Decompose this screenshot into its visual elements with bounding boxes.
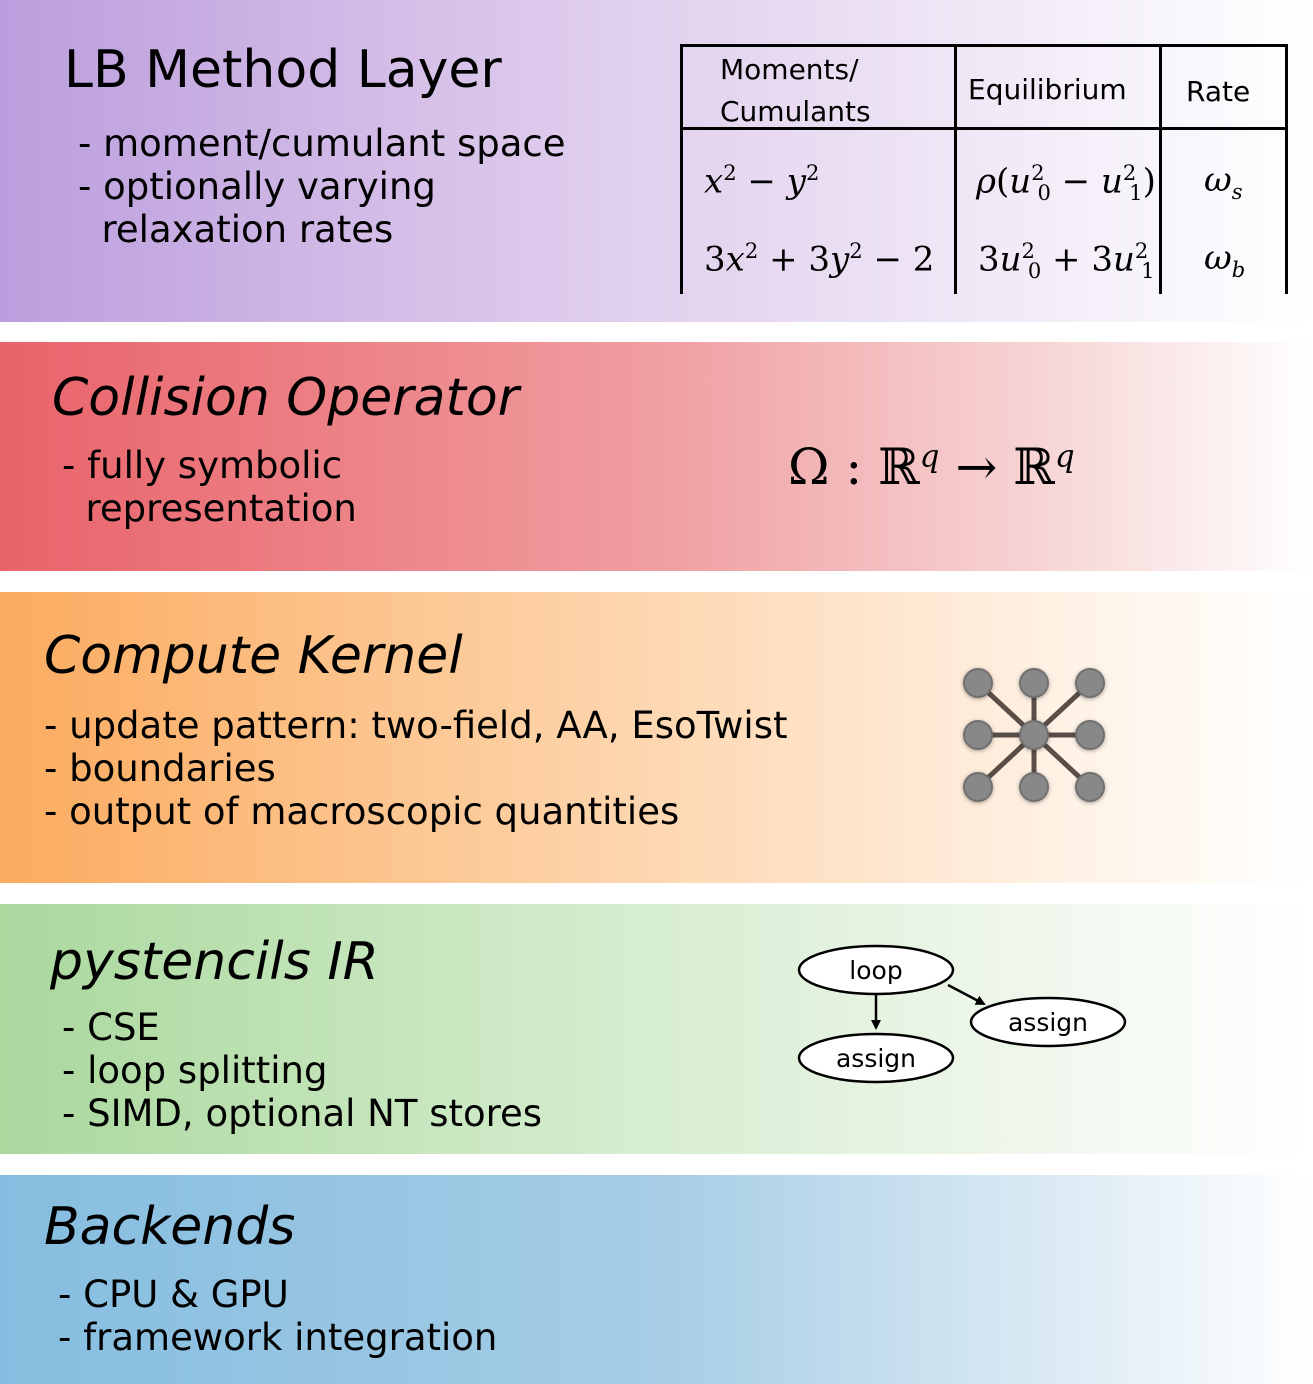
stencil-node bbox=[1019, 668, 1049, 698]
stencil-node bbox=[963, 720, 993, 750]
pystencils-ir-band: pystencils IR - CSE - loop splitting - S… bbox=[0, 904, 1313, 1154]
graph-node-assign-right bbox=[969, 996, 1127, 1048]
table-left-border bbox=[680, 44, 683, 294]
compute-kernel-title: Compute Kernel bbox=[44, 626, 463, 686]
pystencils-ir-title: pystencils IR bbox=[50, 932, 379, 992]
lb-method-layer-title: LB Method Layer bbox=[64, 40, 502, 100]
bullet-item: - boundaries bbox=[44, 747, 276, 790]
bullet-item: - fully symbolic bbox=[62, 444, 343, 487]
cell-equilibrium-2: 3u20 + 3u21 bbox=[978, 238, 1155, 284]
stencil-node bbox=[963, 772, 993, 802]
stencil-node bbox=[1019, 720, 1049, 750]
header-equilibrium: Equilibrium bbox=[968, 73, 1127, 106]
table-top-border bbox=[680, 44, 1288, 47]
backends-title: Backends bbox=[44, 1197, 296, 1257]
cell-moment-1: x2 − y2 bbox=[704, 160, 820, 202]
stencil-node bbox=[1075, 668, 1105, 698]
cell-rate-2: ωb bbox=[1204, 238, 1246, 282]
header-cumulants: Cumulants bbox=[720, 95, 871, 128]
bullet-item: relaxation rates bbox=[78, 208, 394, 251]
stencil-node bbox=[1075, 720, 1105, 750]
table-column-separator bbox=[1159, 44, 1162, 294]
collision-operator-formula: Ω : ℝq → ℝq bbox=[788, 438, 1075, 496]
graph-label-assign: assign bbox=[1008, 1008, 1088, 1037]
header-moments: Moments/ bbox=[720, 53, 859, 86]
collision-bullets: - fully symbolic representation bbox=[62, 444, 357, 530]
header-rate: Rate bbox=[1186, 75, 1251, 108]
lb-method-bullets: - moment/cumulant space - optionally var… bbox=[78, 122, 566, 251]
bullet-item: - loop splitting bbox=[62, 1049, 328, 1092]
ast-graph: loop assign assign bbox=[797, 944, 1127, 1084]
graph-node-assign-left bbox=[797, 1032, 955, 1084]
moment-equilibrium-table: Moments/ Cumulants Equilibrium Rate x2 −… bbox=[680, 44, 1288, 294]
graph-edge bbox=[947, 983, 986, 1006]
cell-rate-1: ωs bbox=[1204, 160, 1243, 204]
table-header-separator bbox=[680, 127, 1288, 130]
compute-kernel-band: Compute Kernel - update pattern: two-fie… bbox=[0, 592, 1313, 883]
bullet-item: - update pattern: two-field, AA, EsoTwis… bbox=[44, 704, 788, 747]
bullet-item: representation bbox=[62, 487, 357, 530]
stencil-node bbox=[1019, 772, 1049, 802]
graph-label-loop: loop bbox=[849, 956, 902, 985]
bullet-item: - optionally varying bbox=[78, 165, 436, 208]
graph-label-assign: assign bbox=[836, 1044, 916, 1073]
stencil-node bbox=[1075, 772, 1105, 802]
d2q9-stencil-icon bbox=[963, 668, 1105, 802]
table-column-separator bbox=[954, 44, 957, 294]
cell-moment-2: 3x2 + 3y2 − 2 bbox=[704, 238, 935, 280]
backends-band: Backends - CPU & GPU - framework integra… bbox=[0, 1175, 1313, 1384]
ir-bullets: - CSE - loop splitting - SIMD, optional … bbox=[62, 1006, 542, 1135]
bullet-item: - SIMD, optional NT stores bbox=[62, 1092, 543, 1135]
cell-equilibrium-1: ρ(u20 − u21) bbox=[976, 160, 1156, 206]
graph-node-loop bbox=[797, 944, 955, 996]
kernel-bullets: - update pattern: two-field, AA, EsoTwis… bbox=[44, 704, 788, 833]
lb-method-layer-band: LB Method Layer - moment/cumulant space … bbox=[0, 0, 1313, 322]
collision-operator-title: Collision Operator bbox=[52, 368, 520, 428]
bullet-item: - output of macroscopic quantities bbox=[44, 790, 680, 833]
collision-operator-band: Collision Operator - fully symbolic repr… bbox=[0, 342, 1313, 571]
stencil-node bbox=[963, 668, 993, 698]
table-right-border bbox=[1285, 44, 1288, 294]
bullet-item: - CSE bbox=[62, 1006, 160, 1049]
bullet-item: - framework integration bbox=[58, 1316, 498, 1359]
bullet-item: - moment/cumulant space bbox=[78, 122, 566, 165]
backends-bullets: - CPU & GPU - framework integration bbox=[58, 1273, 497, 1359]
bullet-item: - CPU & GPU bbox=[58, 1273, 289, 1316]
